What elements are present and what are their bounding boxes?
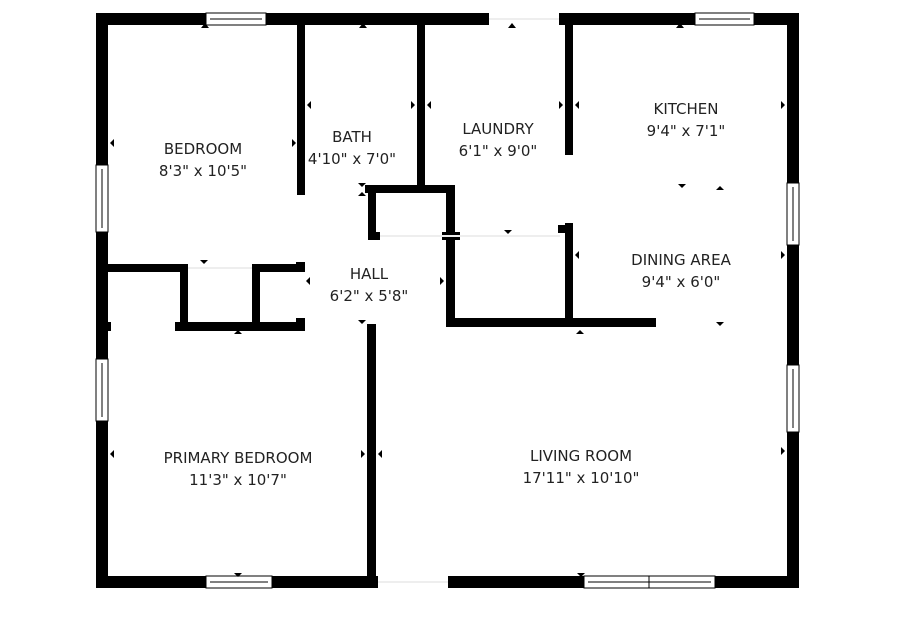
room-dimensions: 11'3" x 10'7"	[189, 471, 287, 489]
doorways	[188, 18, 560, 583]
room-name: HALL	[349, 265, 389, 283]
room-dimensions: 6'2" x 5'8"	[329, 287, 409, 305]
room-name: DINING AREA	[631, 251, 731, 269]
room-dimensions: 17'11" x 10'10"	[522, 469, 640, 487]
room-kitchen: KITCHEN 9'4" x 7'1"	[647, 98, 726, 142]
room-dimensions: 6'1" x 9'0"	[458, 142, 538, 160]
room-dimensions: 8'3" x 10'5"	[158, 162, 248, 180]
room-dining-area: DINING AREA 9'4" x 6'0"	[631, 249, 731, 293]
room-primary-bedroom: PRIMARY BEDROOM 11'3" x 10'7"	[164, 447, 313, 491]
room-name: KITCHEN	[653, 100, 719, 118]
room-name: LAUNDRY	[462, 120, 534, 138]
room-dimensions: 9'4" x 6'0"	[641, 273, 721, 291]
walls	[96, 13, 799, 588]
room-name: PRIMARY BEDROOM	[163, 449, 313, 467]
room-laundry: LAUNDRY 6'1" x 9'0"	[459, 118, 538, 162]
room-bedroom: BEDROOM 8'3" x 10'5"	[159, 138, 247, 182]
windows	[95, 12, 800, 589]
room-name: BEDROOM	[163, 140, 243, 158]
room-name: BATH	[332, 128, 372, 146]
room-hall: HALL 6'2" x 5'8"	[330, 263, 409, 307]
room-name: LIVING ROOM	[529, 447, 633, 465]
room-dimensions: 4'10" x 7'0"	[307, 150, 397, 168]
room-dimensions: 9'4" x 7'1"	[646, 122, 726, 140]
room-bath: BATH 4'10" x 7'0"	[308, 126, 396, 170]
measurement-markers	[110, 23, 785, 577]
room-living-room: LIVING ROOM 17'11" x 10'10"	[523, 445, 640, 489]
